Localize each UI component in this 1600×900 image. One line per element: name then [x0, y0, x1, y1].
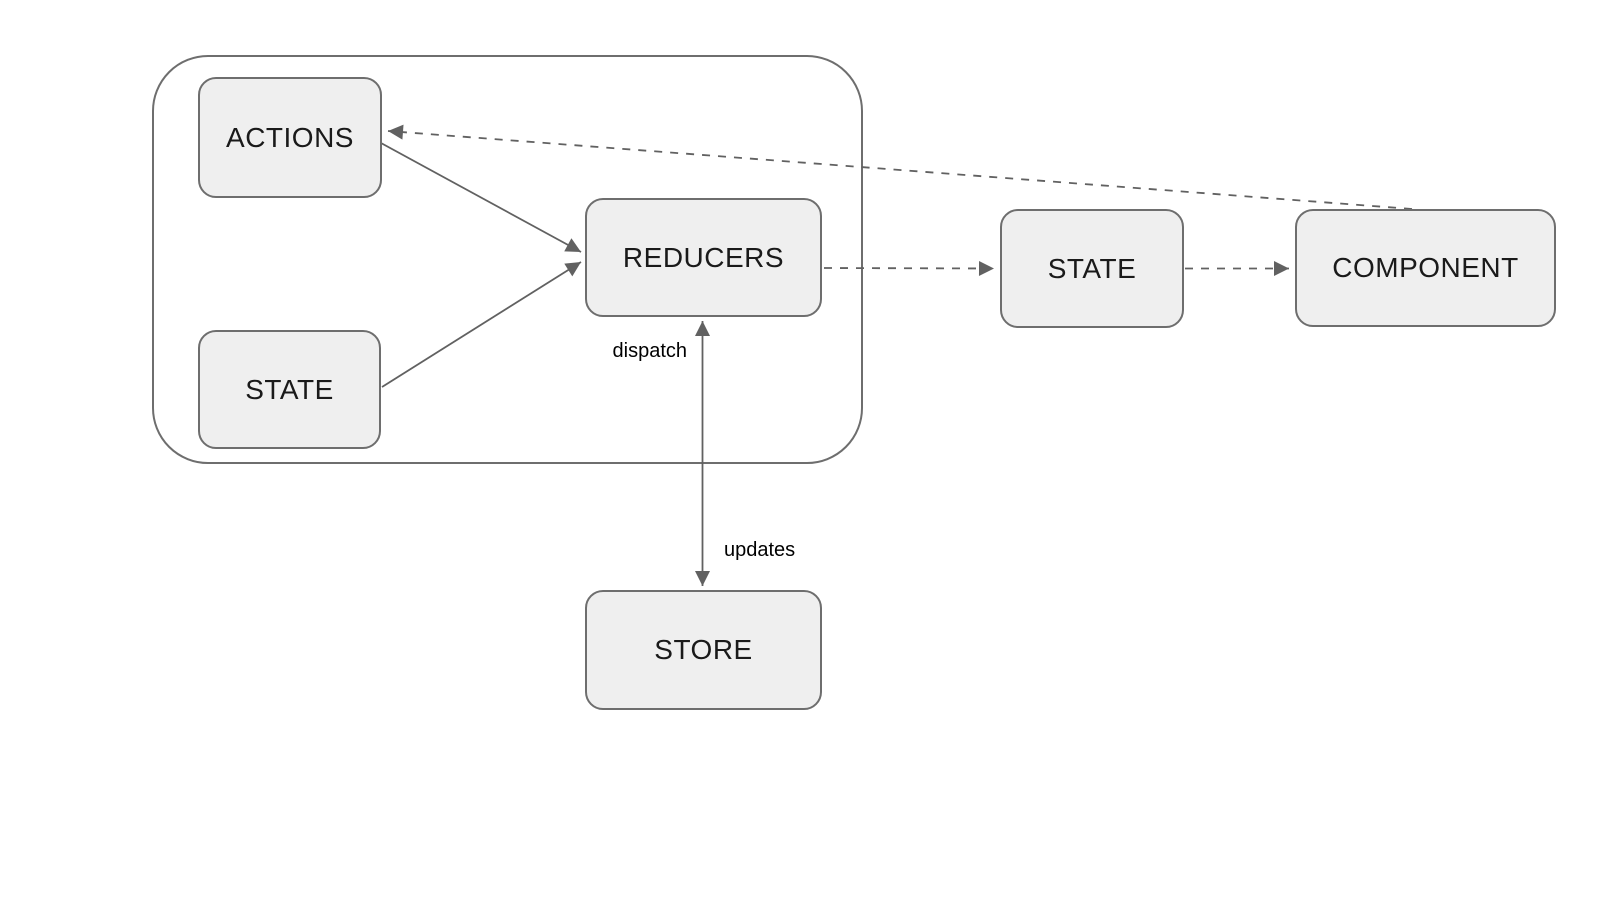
node-state-outer-label: STATE — [1047, 252, 1137, 284]
node-state-inner: STATE — [198, 330, 381, 449]
edge-actions-to-reducers — [380, 142, 582, 253]
edge-component-to-actions — [387, 124, 1413, 210]
node-state-outer: STATE — [1000, 209, 1184, 328]
node-actions-label: ACTIONS — [226, 121, 354, 153]
edge-label-updates: updates — [722, 539, 798, 561]
node-actions: ACTIONS — [198, 77, 382, 198]
node-component: COMPONENT — [1295, 209, 1556, 327]
node-reducers-label: REDUCERS — [622, 241, 785, 273]
edge-label-dispatch: dispatch — [545, 340, 689, 362]
node-reducers: REDUCERS — [585, 198, 822, 317]
node-store-label: STORE — [654, 634, 753, 665]
node-store: STORE — [585, 590, 822, 710]
node-state-inner-label: STATE — [245, 373, 334, 405]
edge-state-to-reducers — [381, 261, 582, 388]
edge-reducers-to-state — [823, 260, 995, 276]
node-component-label: COMPONENT — [1332, 252, 1519, 283]
group-boundary — [152, 55, 863, 464]
